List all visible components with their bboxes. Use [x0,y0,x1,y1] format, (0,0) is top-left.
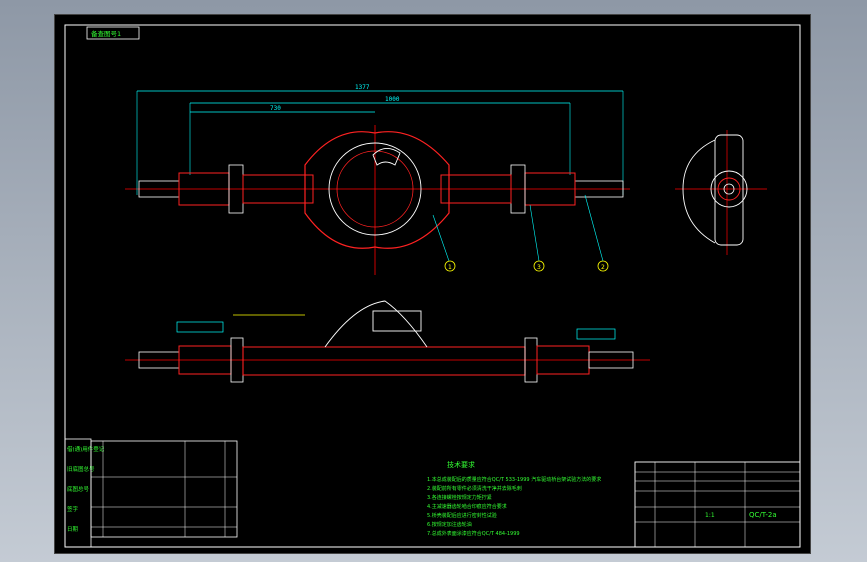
drawing-number: QC/T-2a [749,511,777,519]
balloon-leader-1 [432,214,450,262]
balloon-2-text: 2 [601,264,605,271]
end-bearing-inner [717,177,741,201]
note-item-7: 7.总成外表面涂漆应符合QC/T 484-1999 [427,530,520,537]
side-label-3: 签字 [67,505,79,513]
inner-dim-text: 730 [270,105,281,112]
front-right-shaft [588,351,634,369]
title-block-frame [634,461,801,548]
balloon-1 [444,260,456,272]
breather-plug [372,148,401,166]
end-shaft [723,183,735,195]
note-item-1: 1.本总成装配后的质量应符合QC/T 533-1999 汽车驱动桥台架试验方法的… [427,476,601,483]
front-breather [372,310,422,332]
drawing-scale: 1:1 [705,512,715,519]
side-label-1: 旧底图总号 [67,465,95,473]
note-item-3: 3.各连接螺栓按规定力矩拧紧 [427,494,492,501]
note-item-4: 4.主减速器齿轮啮合印痕应符合要求 [427,503,507,510]
banjo-housing [304,131,450,249]
diff-inner-circle [336,150,414,228]
stamp-box [86,26,140,40]
end-view [675,130,767,255]
front-housing-body [242,346,526,376]
note-item-2: 2.装配前所有零件必须清洗干净并去除毛刺 [427,485,522,492]
tolerance-frame-right [576,328,616,340]
balloon-3 [533,260,545,272]
right-housing-arm [440,174,512,204]
balloon-3-text: 3 [537,264,541,271]
stamp-label: 备查图号1 [91,29,121,38]
parts-list-frame [90,440,238,538]
end-bearing-outer [710,170,748,208]
title-block: QC/T-2a 1:1 [634,461,801,548]
balloon-1-text: 1 [448,264,452,271]
left-housing-arm [242,174,314,204]
side-label-2: 底图总号 [67,485,90,493]
balloon-leader-2 [584,194,604,262]
note-item-6: 6.按规定加注齿轮油 [427,521,472,528]
top-view: 1377 1000 730 1 3 2 [125,84,630,275]
side-label-column: 借(通)用件登记 旧底图总号 底图总号 签字 日期 [64,438,105,548]
parts-list [90,440,238,538]
end-housing-outline [682,139,716,244]
tolerance-frame-left [176,321,224,333]
notes-title: 技术要求 [447,460,475,469]
technical-notes: 技术要求 1.本总成装配后的质量应符合QC/T 533-1999 汽车驱动桥台架… [427,460,601,537]
front-carrier-dome [324,300,428,348]
drawing-sheet: 备查图号1 1377 1000 730 1 [54,14,811,554]
note-item-5: 5.桥壳装配后应进行密封性试验 [427,512,497,519]
overall-dim-text: 1377 [355,84,370,91]
end-flange [714,134,744,246]
inner-border [64,24,801,548]
front-view [125,300,650,383]
side-label-0: 借(通)用件登记 [67,445,105,453]
diff-cover-circle [328,142,422,236]
balloon-2 [597,260,609,272]
track-dim-text: 1000 [385,96,400,103]
cad-drawing: 备查图号1 1377 1000 730 1 [64,24,801,548]
balloon-leader-3 [529,204,540,262]
side-label-4: 日期 [67,526,79,533]
